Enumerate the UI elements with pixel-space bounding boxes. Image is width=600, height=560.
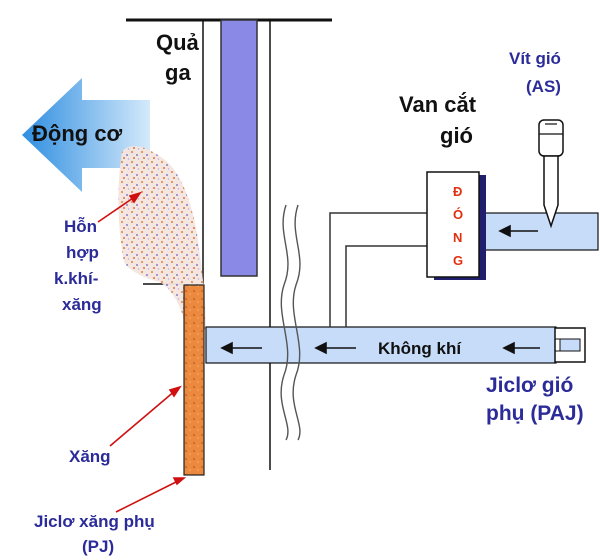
break-line-right — [292, 204, 301, 441]
mixture-label-line2: hợp — [66, 243, 99, 262]
air-screw-label-line2: (AS) — [526, 77, 561, 96]
valve-state-char-4: G — [453, 253, 463, 268]
valve-link-inner — [345, 245, 432, 327]
pointer-arrows — [97, 191, 187, 513]
air-cut-valve-label-line2: gió — [440, 123, 473, 148]
fuel-label: Xăng — [69, 447, 111, 466]
air-passage-upper — [479, 212, 599, 251]
valve-link-outer — [329, 212, 432, 327]
air-cut-valve — [426, 171, 486, 280]
mixture-label-line4: xăng — [62, 295, 102, 314]
engine-arrow: Động cơ — [22, 78, 150, 192]
engine-label: Động cơ — [32, 121, 123, 146]
mixture-label-line1: Hỗn — [64, 217, 97, 236]
pilot-air-jet-label-line2: phụ (PAJ) — [486, 402, 584, 425]
fuel-column — [183, 284, 205, 476]
throttle-label-line1: Quả — [156, 30, 200, 55]
valve-state-char-3: N — [453, 230, 462, 245]
break-line-left — [280, 204, 289, 441]
mixture-label-line3: k.khí- — [54, 269, 98, 288]
air-screw-label-line1: Vít gió — [509, 49, 561, 68]
pilot-air-jet-label-line1: Jiclơ gió — [486, 374, 573, 397]
flow-arrows — [220, 224, 540, 355]
pilot-air-jet — [554, 327, 586, 363]
pilot-jet-label-line1: Jiclơ xăng phụ — [34, 512, 155, 531]
fuel-air-mixture-cloud — [118, 146, 206, 330]
valve-state-char-2: Ó — [453, 207, 463, 222]
air-cut-valve-label-line1: Van cắt — [399, 92, 477, 117]
air-label: Không khí — [378, 339, 462, 358]
valve-state-char-1: Đ — [453, 184, 462, 199]
air-screw — [538, 119, 564, 229]
throttle-slide — [220, 19, 258, 277]
throttle-label-line2: ga — [165, 60, 191, 85]
pilot-jet-label-line2: (PJ) — [82, 537, 114, 556]
